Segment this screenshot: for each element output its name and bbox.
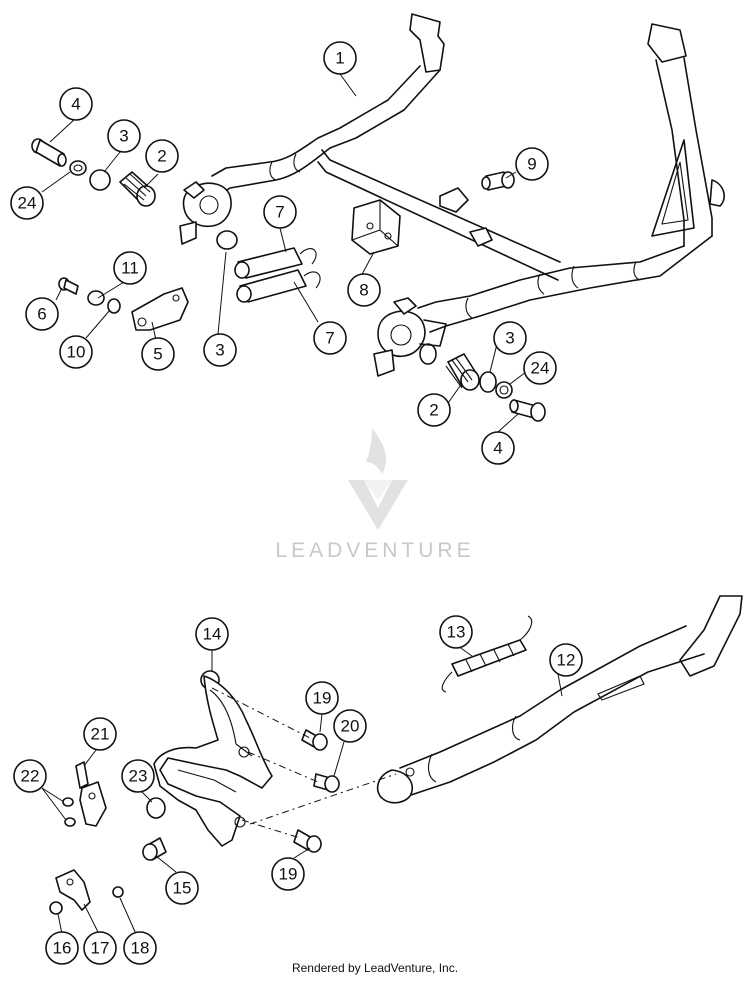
springs-7 — [234, 247, 321, 303]
svg-text:17: 17 — [91, 939, 110, 958]
svg-text:9: 9 — [527, 155, 536, 174]
bushing-10 — [107, 298, 121, 314]
callout-7: 7 — [263, 195, 297, 229]
svg-text:22: 22 — [21, 767, 40, 786]
svg-text:14: 14 — [203, 625, 222, 644]
svg-text:8: 8 — [359, 281, 368, 300]
callout-2: 2 — [417, 393, 451, 427]
callout-3: 3 — [203, 333, 237, 367]
callout-12: 12 — [549, 643, 583, 677]
leader-lines — [41, 73, 563, 935]
callout-21: 21 — [83, 717, 117, 751]
callout-3: 3 — [493, 321, 527, 355]
bolt-20 — [313, 773, 340, 793]
svg-text:7: 7 — [275, 203, 284, 222]
svg-text:3: 3 — [119, 127, 128, 146]
callout-3: 3 — [107, 119, 141, 153]
callout-2: 2 — [145, 139, 179, 173]
screws-22 — [62, 797, 76, 827]
callout-24: 24 — [523, 351, 557, 385]
spring-13 — [441, 615, 533, 693]
washer-24-lower — [495, 381, 513, 399]
callout-7: 7 — [313, 321, 347, 355]
svg-text:19: 19 — [279, 865, 298, 884]
svg-text:2: 2 — [157, 147, 166, 166]
bolt-9 — [481, 171, 515, 191]
side-stand-bracket-14 — [153, 670, 273, 847]
svg-text:2: 2 — [429, 401, 438, 420]
svg-text:19: 19 — [313, 689, 332, 708]
ball-18 — [112, 886, 124, 898]
callout-1: 1 — [323, 41, 357, 75]
washer-24-upper — [69, 160, 87, 176]
leadventure-watermark: LEADVENTURE — [275, 428, 474, 562]
callout-22: 22 — [13, 759, 47, 793]
bolt-6 — [58, 277, 79, 295]
callout-13: 13 — [439, 615, 473, 649]
clip-17 — [55, 869, 91, 911]
side-stand-12 — [376, 595, 743, 804]
o-ring-3-upper — [89, 169, 111, 191]
svg-text:6: 6 — [37, 305, 46, 324]
bushing-23 — [146, 797, 166, 819]
callout-20: 20 — [333, 709, 367, 743]
nut-11 — [87, 290, 105, 306]
bushing-2-lower — [445, 353, 480, 391]
callout-18: 18 — [123, 931, 157, 965]
callout-4: 4 — [59, 87, 93, 121]
dash-center-lines — [211, 687, 397, 839]
bolt-19-upper — [301, 729, 328, 751]
svg-text:20: 20 — [341, 717, 360, 736]
callout-17: 17 — [83, 931, 117, 965]
svg-text:1: 1 — [335, 49, 344, 68]
svg-text:4: 4 — [493, 439, 502, 458]
callout-14: 14 — [195, 617, 229, 651]
callout-9: 9 — [515, 147, 549, 181]
svg-text:21: 21 — [91, 725, 110, 744]
bracket-8 — [351, 199, 401, 255]
switch-21 — [75, 761, 107, 827]
o-ring-3-lower-right — [419, 343, 497, 393]
bolt-4-upper — [31, 138, 67, 167]
bolt-4-lower — [509, 399, 546, 422]
callout-19: 19 — [305, 681, 339, 715]
callout-15: 15 — [165, 871, 199, 905]
bushing-2-upper — [119, 171, 156, 207]
svg-text:24: 24 — [18, 194, 37, 213]
svg-text:3: 3 — [505, 329, 514, 348]
bolt-19-lower — [293, 829, 322, 853]
o-ring-3-middle — [216, 230, 238, 250]
callout-5: 5 — [141, 337, 175, 371]
callout-23: 23 — [121, 759, 155, 793]
svg-text:7: 7 — [325, 329, 334, 348]
center-stand-frame — [179, 13, 725, 377]
callout-8: 8 — [347, 273, 381, 307]
svg-text:4: 4 — [71, 95, 80, 114]
nut-16 — [49, 901, 63, 915]
svg-text:15: 15 — [173, 879, 192, 898]
svg-text:18: 18 — [131, 939, 150, 958]
svg-text:3: 3 — [215, 341, 224, 360]
svg-text:16: 16 — [53, 939, 72, 958]
footer-credit: Rendered by LeadVenture, Inc. — [292, 961, 458, 975]
switch-bracket-5 — [131, 287, 189, 331]
flame-logo-icon — [348, 428, 408, 530]
callout-16: 16 — [45, 931, 79, 965]
callout-24: 24 — [10, 186, 44, 220]
svg-text:5: 5 — [153, 345, 162, 364]
callout-11: 11 — [113, 251, 147, 285]
callout-6: 6 — [25, 297, 59, 331]
svg-text:23: 23 — [129, 767, 148, 786]
callout-19: 19 — [271, 857, 305, 891]
svg-text:12: 12 — [557, 651, 576, 670]
callout-10: 10 — [59, 335, 93, 369]
callout-4: 4 — [481, 431, 515, 465]
bushing-15 — [142, 837, 167, 861]
svg-text:11: 11 — [121, 259, 139, 278]
watermark-text: LEADVENTURE — [275, 539, 474, 562]
svg-text:24: 24 — [531, 359, 550, 378]
svg-text:13: 13 — [447, 623, 466, 642]
svg-text:10: 10 — [67, 343, 86, 362]
